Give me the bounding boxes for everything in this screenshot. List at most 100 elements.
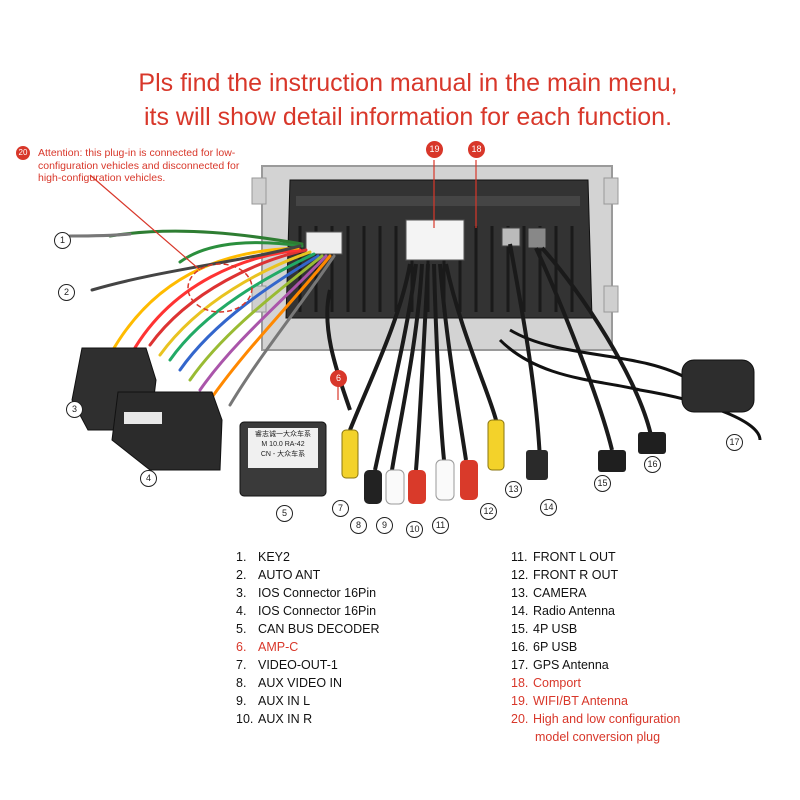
callout-18: 18 xyxy=(468,141,485,158)
rca-cables xyxy=(325,243,654,471)
legend-item-number: 6. xyxy=(236,640,247,654)
callout-1: 1 xyxy=(54,232,71,249)
legend-item: 10. AUX IN R xyxy=(236,710,380,728)
conversion-plug-highlight xyxy=(187,263,253,313)
legend-item-number: 10. xyxy=(236,712,254,726)
legend-item-number: 13. xyxy=(511,586,529,600)
legend-item-label: AUX IN L xyxy=(258,694,311,708)
ios-connector-4 xyxy=(111,391,223,471)
legend-item-label: WIFI/BT Antenna xyxy=(533,694,628,708)
callout-17: 17 xyxy=(726,434,743,451)
legend-item: 1. KEY2 xyxy=(236,548,380,566)
callout-15: 15 xyxy=(594,475,611,492)
legend-item-number: 4. xyxy=(236,604,247,618)
legend-item: 12. FRONT R OUT xyxy=(511,566,680,584)
legend-item-number: 2. xyxy=(236,568,247,582)
legend-item-label: 6P USB xyxy=(533,640,578,654)
legend-item: model conversion plug xyxy=(511,728,680,746)
legend-item-label: model conversion plug xyxy=(535,730,661,744)
legend-item-number: 19. xyxy=(511,694,529,708)
rca-plugs xyxy=(341,419,666,505)
legend-item: 16. 6P USB xyxy=(511,638,680,656)
legend-item-number: 1. xyxy=(236,550,247,564)
legend-item: 13. CAMERA xyxy=(511,584,680,602)
legend-item-number: 18. xyxy=(511,676,529,690)
legend-item-number: 7. xyxy=(236,658,247,672)
legend-item-number: 20. xyxy=(511,712,529,726)
legend-item: 19. WIFI/BT Antenna xyxy=(511,692,680,710)
legend-item: 4. IOS Connector 16Pin xyxy=(236,602,380,620)
legend-item: 5. CAN BUS DECODER xyxy=(236,620,380,638)
legend-item-label: CAN BUS DECODER xyxy=(258,622,380,636)
callout-3: 3 xyxy=(66,401,83,418)
legend-item-label: IOS Connector 16Pin xyxy=(258,604,377,618)
callout-9: 9 xyxy=(376,517,393,534)
legend-item-number: 8. xyxy=(236,676,247,690)
legend-item: 9. AUX IN L xyxy=(236,692,380,710)
legend-item: 6. AMP-C xyxy=(236,638,380,656)
legend-item: 8. AUX VIDEO IN xyxy=(236,674,380,692)
legend-item: 15. 4P USB xyxy=(511,620,680,638)
legend-item: 17. GPS Antenna xyxy=(511,656,680,674)
legend-item: 20. High and low configuration xyxy=(511,710,680,728)
legend-item-number: 3. xyxy=(236,586,247,600)
callout-8: 8 xyxy=(350,517,367,534)
can-bus-decoder xyxy=(239,421,327,497)
legend-item-number: 16. xyxy=(511,640,529,654)
callout-7: 7 xyxy=(332,500,349,517)
legend-item: 7. VIDEO-OUT-1 xyxy=(236,656,380,674)
callout-14: 14 xyxy=(540,499,557,516)
legend-item-label: IOS Connector 16Pin xyxy=(258,586,377,600)
gps-antenna xyxy=(498,328,762,441)
attention-text: Attention: this plug-in is connected for… xyxy=(38,147,240,184)
legend-item-label: KEY2 xyxy=(258,550,290,564)
callout-19: 19 xyxy=(426,141,443,158)
decoder-label-line1: 睿志诚一大众车系 xyxy=(255,431,311,438)
legend-item-label: GPS Antenna xyxy=(533,658,609,672)
legend-item: 14. Radio Antenna xyxy=(511,602,680,620)
legend-item-number: 9. xyxy=(236,694,247,708)
legend-item-label: VIDEO-OUT-1 xyxy=(258,658,338,672)
callout-5: 5 xyxy=(276,505,293,522)
legend-item-label: High and low configuration xyxy=(533,712,681,726)
legend-item-label: AMP-C xyxy=(258,640,299,654)
attention-pointer xyxy=(89,174,201,271)
callout-11: 11 xyxy=(432,517,449,534)
legend-left: 1. KEY2 2. AUTO ANT 3. IOS Connector 16Pin 4. I… xyxy=(236,548,380,728)
legend-item-number: 17. xyxy=(511,658,529,672)
callout-13: 13 xyxy=(505,481,522,498)
decoder-label-line3: CN - 大众车系 xyxy=(260,451,306,458)
callout-2: 2 xyxy=(58,284,75,301)
legend-item-label: 4P USB xyxy=(533,622,578,636)
legend-item-label: FRONT L OUT xyxy=(533,550,616,564)
legend-item: 3. IOS Connector 16Pin xyxy=(236,584,380,602)
attention-badge: 20 xyxy=(16,146,30,160)
legend-item-label: AUTO ANT xyxy=(258,568,321,582)
decoder-label: 睿志诚一大众车系 M 10.0 RA-42 CN - 大众车系 xyxy=(250,430,316,460)
legend-item-number: 11. xyxy=(511,550,528,564)
legend-item-number: 14. xyxy=(511,604,529,618)
instruction-headline-line2: its will show detail information for eac… xyxy=(143,103,673,131)
legend-item-label: FRONT R OUT xyxy=(533,568,619,582)
attention-note: 20 Attention: this plug-in is connected … xyxy=(16,146,256,185)
callout-6: 6 xyxy=(330,370,347,387)
legend-item-label: AUX VIDEO IN xyxy=(258,676,343,690)
callout-10: 10 xyxy=(406,521,423,538)
legend-item: 18. Comport xyxy=(511,674,680,692)
decoder-label-line2: M 10.0 RA-42 xyxy=(261,441,305,448)
legend-item-number: 15. xyxy=(511,622,529,636)
legend-item: 2. AUTO ANT xyxy=(236,566,380,584)
legend-item: 11. FRONT L OUT xyxy=(511,548,680,566)
instruction-headline-line1: Pls find the instruction manual in the m… xyxy=(138,69,678,97)
callout-16: 16 xyxy=(644,456,661,473)
legend-item-label: Radio Antenna xyxy=(533,604,616,618)
legend-right: 11. FRONT L OUT 12. FRONT R OUT 13. CAMERA 14.… xyxy=(511,548,680,746)
legend-item-number: 12. xyxy=(511,568,529,582)
callout-4: 4 xyxy=(140,470,157,487)
legend-item-label: AUX IN R xyxy=(258,712,313,726)
legend-item-label: Comport xyxy=(533,676,581,690)
legend-item-number: 5. xyxy=(236,622,247,636)
legend-item-label: CAMERA xyxy=(533,586,587,600)
callout-12: 12 xyxy=(480,503,497,520)
